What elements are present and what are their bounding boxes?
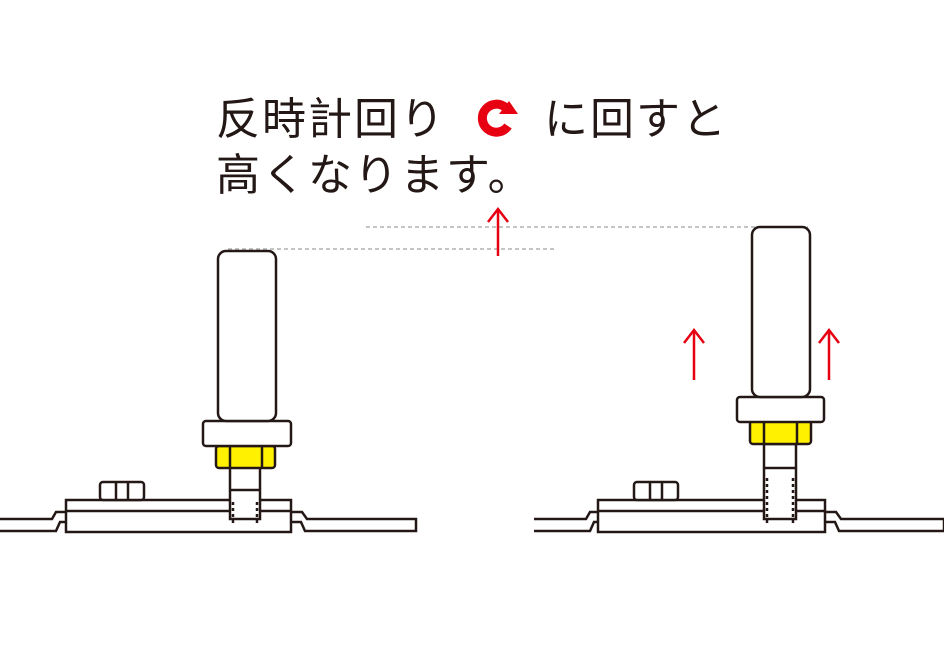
washer bbox=[201, 419, 293, 448]
threaded-rod bbox=[762, 442, 798, 521]
up-arrow-icon bbox=[818, 327, 840, 380]
caption-text-after-icon: に回すと bbox=[544, 94, 728, 145]
support-post bbox=[750, 225, 812, 399]
adjuster-raised bbox=[534, 225, 944, 534]
mounting-bolt-head bbox=[98, 480, 146, 502]
washer bbox=[735, 395, 826, 424]
caption-text-before-icon: 反時計回り bbox=[216, 94, 446, 145]
up-arrow-icon bbox=[683, 327, 705, 380]
instruction-caption: 反時計回り に回すと 高くなります。 bbox=[216, 92, 728, 204]
adjuster-lowered bbox=[0, 249, 418, 534]
mounting-bolt-head bbox=[632, 480, 680, 502]
threaded-rod bbox=[228, 465, 262, 521]
lock-nut bbox=[748, 419, 813, 446]
caption-line-1: 反時計回り に回すと bbox=[216, 92, 728, 148]
support-post bbox=[216, 249, 278, 423]
counterclockwise-rotation-icon bbox=[470, 96, 522, 140]
up-arrow-icon bbox=[487, 206, 509, 256]
lock-nut bbox=[214, 444, 277, 470]
caption-line-2: 高くなります。 bbox=[216, 150, 534, 201]
